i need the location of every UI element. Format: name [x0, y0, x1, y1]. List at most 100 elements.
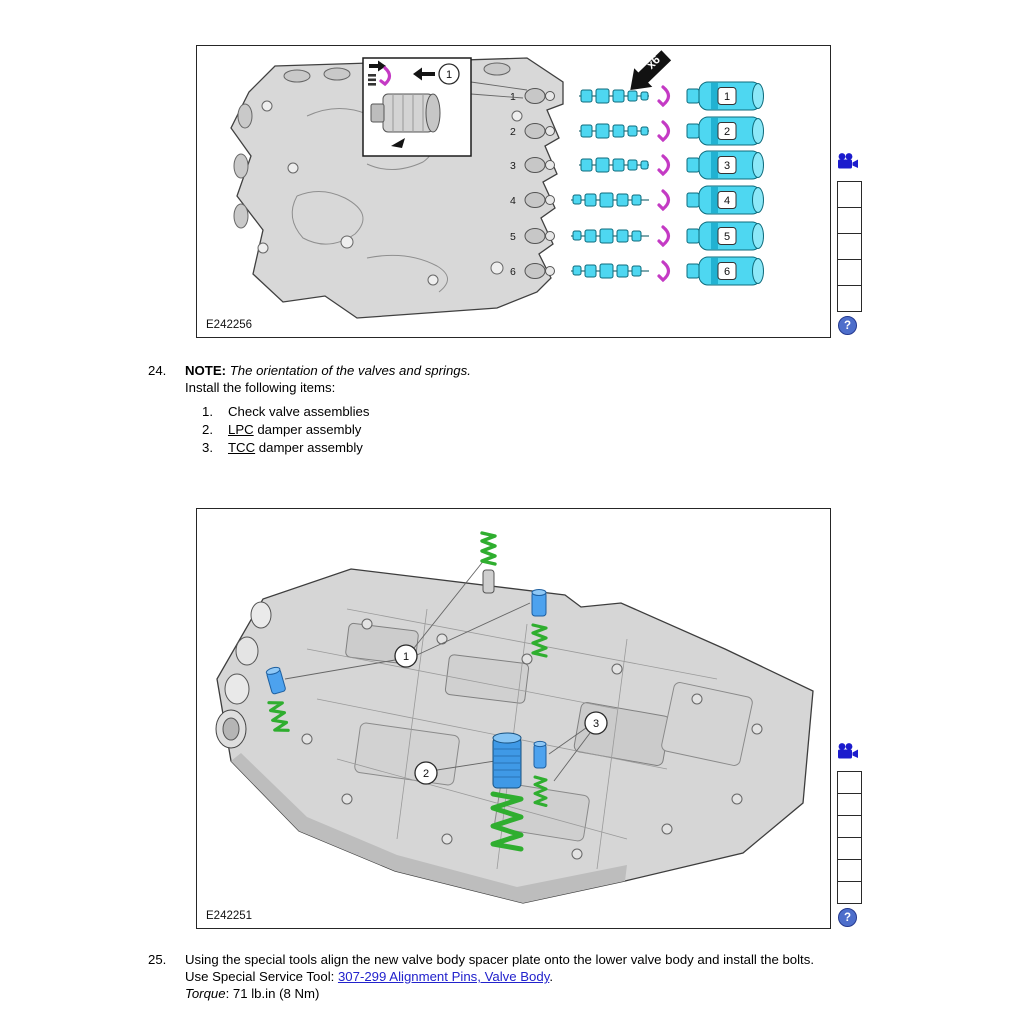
retaining-clip-illustration: [379, 66, 392, 87]
svg-text:3: 3: [593, 718, 599, 730]
component-row-3: 3: [579, 150, 764, 180]
check-valve-spring: [480, 531, 497, 566]
figure-label: E242256: [206, 319, 253, 331]
thumbnail-strip: [837, 181, 866, 312]
solenoid-number: 3: [724, 160, 730, 172]
check-valve-damper: [265, 666, 286, 695]
svg-text:1: 1: [403, 651, 409, 663]
special-service-tool-link[interactable]: 307-299 Alignment Pins, Valve Body: [337, 969, 550, 984]
inset-detail-box: 1: [362, 57, 528, 157]
list-item-text: LPC damper assembly: [228, 422, 362, 437]
bore-row-2: 2: [510, 123, 555, 139]
arrow-right-icon: [369, 60, 386, 72]
solenoid-number: 4: [724, 195, 730, 207]
step-25-body: Using the special tools align the new va…: [185, 951, 814, 1002]
step-25-tool-line: Use Special Service Tool: 307-299 Alignm…: [185, 968, 814, 985]
bore-row-5: 5: [510, 228, 555, 244]
tool-suffix: .: [549, 969, 553, 984]
thumbnail-cell: [837, 233, 862, 260]
list-item: 2. LPC damper assembly: [185, 421, 471, 438]
step-number: 25.: [148, 952, 167, 967]
bore-number: 5: [510, 231, 516, 243]
step-25-instruction: Using the special tools align the new va…: [185, 952, 814, 967]
solenoid: 3: [686, 150, 764, 180]
bore-number: 4: [510, 195, 516, 207]
figure-label: E242251: [206, 910, 253, 922]
thumbnail-cell: [837, 881, 862, 904]
thumbnail-cell: [837, 207, 862, 234]
callout-2: 2: [414, 761, 438, 785]
arrow-left-icon: [413, 67, 435, 81]
torque-line: Torque: 71 lb.in (8 Nm): [185, 985, 814, 1002]
x6-arrow: x6: [630, 50, 672, 91]
thumbnail-cell: [837, 285, 862, 312]
bore-number: 3: [510, 160, 516, 172]
help-icon[interactable]: ?: [838, 316, 857, 335]
bore-number: 2: [510, 126, 516, 138]
figure-2-frame: 1 2 3 E242251: [196, 508, 831, 929]
figure-1-side-panel: ?: [836, 152, 866, 335]
figure-1-frame: 1 2 3 4 5 6: [196, 45, 831, 338]
solenoid-number: 1: [724, 91, 730, 103]
figure-1-illustration: 1 2 3 4 5 6: [230, 50, 764, 319]
list-item: 1. Check valve assemblies: [185, 403, 471, 420]
thumbnail-cell: [837, 837, 862, 860]
figure-2-side-panel: ?: [836, 742, 866, 927]
callout-1: 1: [394, 644, 418, 668]
solenoid-number: 5: [724, 231, 730, 243]
solenoid-detail-illustration: [370, 93, 441, 133]
step-24-body: NOTE: The orientation of the valves and …: [185, 362, 471, 456]
thumbnail-strip: [837, 771, 866, 904]
list-item-number: 1.: [202, 404, 213, 419]
solenoid: 4: [686, 185, 764, 215]
thumbnail-cell: [837, 259, 862, 286]
list-item-text: TCC damper assembly: [228, 440, 363, 455]
bore-number: 6: [510, 266, 516, 278]
check-valve-damper: [531, 589, 547, 617]
component-row-5: 5: [571, 221, 764, 251]
thumbnail-cell: [837, 793, 862, 816]
video-camera-icon[interactable]: [836, 152, 860, 172]
acronym-link[interactable]: LPC: [228, 422, 254, 437]
step-number: 24.: [148, 363, 167, 378]
lpc-spring: [490, 791, 524, 852]
component-row-6: 6: [571, 256, 764, 286]
torque-label: Torque: [185, 986, 226, 1001]
bore-row-4: 4: [510, 192, 555, 208]
thumbnail-cell: [837, 859, 862, 882]
note-text: The orientation of the valves and spring…: [229, 363, 471, 378]
solenoid-number: 6: [724, 266, 730, 278]
thumbnail-cell: [837, 181, 862, 208]
component-row-1: 1: [579, 81, 764, 111]
check-valve-spring: [531, 623, 548, 658]
check-valve-spring: [267, 701, 290, 732]
solenoid: 5: [686, 221, 764, 251]
solenoid: 1: [686, 81, 764, 111]
acronym-link[interactable]: TCC: [228, 440, 256, 455]
bore-row-3: 3: [510, 157, 555, 173]
tcc-spring: [533, 775, 548, 807]
tool-prefix: Use Special Service Tool:: [185, 969, 338, 984]
note-line: NOTE: The orientation of the valves and …: [185, 362, 471, 379]
torque-value: : 71 lb.in (8 Nm): [225, 986, 320, 1001]
thumbnail-cell: [837, 771, 862, 794]
video-camera-icon[interactable]: [836, 742, 860, 762]
callout-3: 3: [584, 711, 608, 735]
step-24: 24. NOTE: The orientation of the valves …: [148, 362, 868, 456]
arrow-down-left-icon: [391, 138, 405, 148]
note-label: NOTE:: [185, 363, 227, 378]
thumbnail-cell: [837, 815, 862, 838]
lpc-damper-assembly: [490, 732, 524, 852]
help-icon[interactable]: ?: [838, 908, 857, 927]
install-list: 1. Check valve assemblies 2. LPC damper …: [185, 403, 471, 456]
inset-callout-number: 1: [446, 69, 452, 81]
step-25: 25. Using the special tools align the ne…: [148, 951, 908, 1002]
solenoid: 6: [686, 256, 764, 286]
check-valve-pin: [482, 569, 495, 594]
solenoid-number: 2: [724, 126, 730, 138]
tcc-damper-assembly: [533, 740, 548, 807]
svg-text:2: 2: [423, 768, 429, 780]
component-row-4: 4: [571, 185, 764, 215]
install-intro: Install the following items:: [185, 380, 336, 395]
list-item-number: 2.: [202, 422, 213, 437]
